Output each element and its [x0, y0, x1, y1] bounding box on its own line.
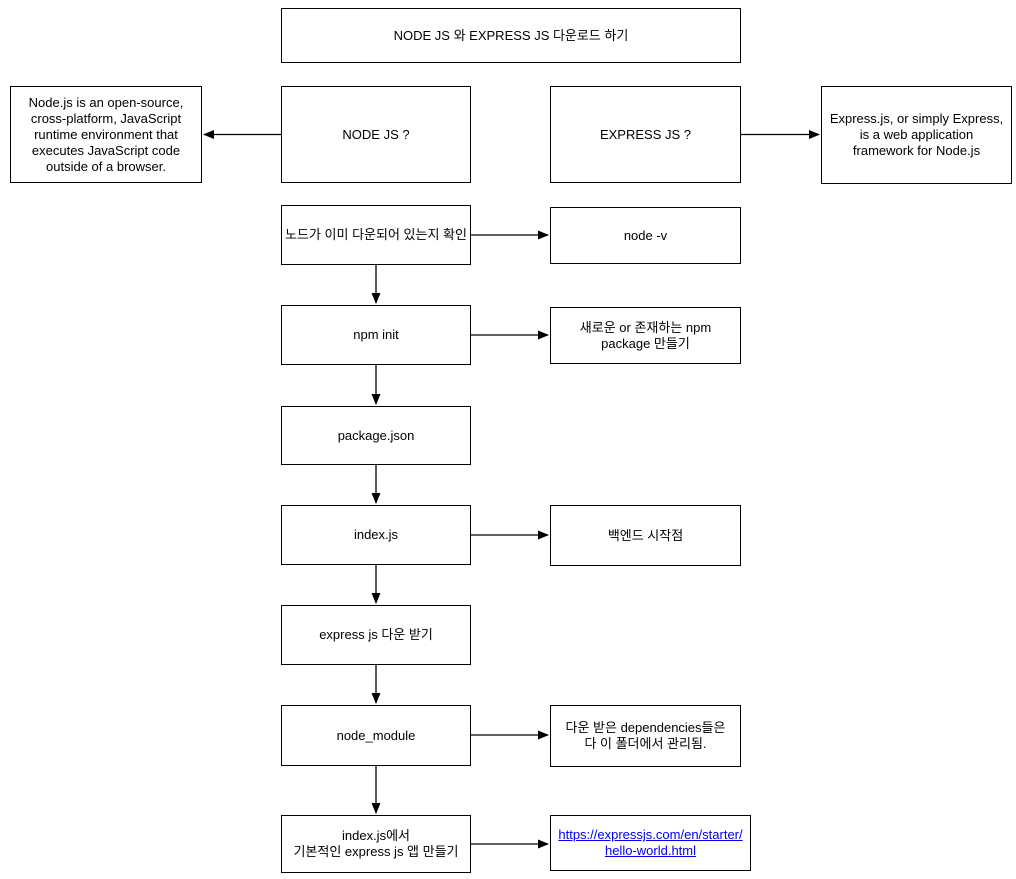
nodejs-description-label: Node.js is an open-source, cross-platfor… — [28, 94, 184, 174]
package-json-label: package.json — [337, 427, 415, 443]
nodejs-question-label: NODE JS ? — [342, 126, 410, 142]
expressjs-question-label: EXPRESS JS ? — [599, 126, 692, 142]
dependencies-note-box: 다운 받은 dependencies들은 다 이 폴더에서 관리됨. — [550, 705, 741, 767]
index-js-box: index.js — [281, 505, 471, 565]
package-json-box: package.json — [281, 406, 471, 465]
npm-init-box: npm init — [281, 305, 471, 365]
dependencies-note-label: 다운 받은 dependencies들은 다 이 폴더에서 관리됨. — [565, 720, 726, 751]
express-download-label: express js 다운 받기 — [319, 627, 433, 642]
node-module-box: node_module — [281, 705, 471, 766]
backend-start-label: 백엔드 시작점 — [607, 527, 684, 543]
nodejs-question-box: NODE JS ? — [281, 86, 471, 183]
expressjs-question-box: EXPRESS JS ? — [550, 86, 741, 183]
nodejs-description-box: Node.js is an open-source, cross-platfor… — [10, 86, 202, 183]
check-node-installed-box: 노드가 이미 다운되어 있는지 확인 — [281, 205, 471, 265]
title-label: NODE JS 와 EXPRESS JS 다운로드 하기 — [393, 27, 629, 43]
index-app-label: index.js에서 기본적인 express js 앱 만들기 — [293, 828, 459, 859]
express-download-box: express js 다운 받기 — [281, 605, 471, 665]
node-v-label: node -v — [623, 227, 668, 243]
index-app-box: index.js에서 기본적인 express js 앱 만들기 — [281, 815, 471, 873]
backend-start-box: 백엔드 시작점 — [550, 505, 741, 566]
npm-init-label: npm init — [353, 327, 399, 342]
node-v-box: node -v — [550, 207, 741, 264]
expressjs-description-label: Express.js, or simply Express, is a web … — [829, 111, 1004, 158]
npm-package-label: 새로운 or 존재하는 npm package 만들기 — [579, 319, 712, 351]
check-node-installed-label: 노드가 이미 다운되어 있는지 확인 — [285, 227, 467, 242]
hello-world-link-box: https://expressjs.com/en/starter/ hello-… — [550, 815, 751, 871]
npm-package-box: 새로운 or 존재하는 npm package 만들기 — [550, 307, 741, 364]
hello-world-link[interactable]: https://expressjs.com/en/starter/ hello-… — [558, 827, 743, 858]
title-box: NODE JS 와 EXPRESS JS 다운로드 하기 — [281, 8, 741, 63]
index-js-label: index.js — [353, 527, 399, 542]
node-module-label: node_module — [336, 727, 416, 743]
expressjs-description-box: Express.js, or simply Express, is a web … — [821, 86, 1012, 184]
